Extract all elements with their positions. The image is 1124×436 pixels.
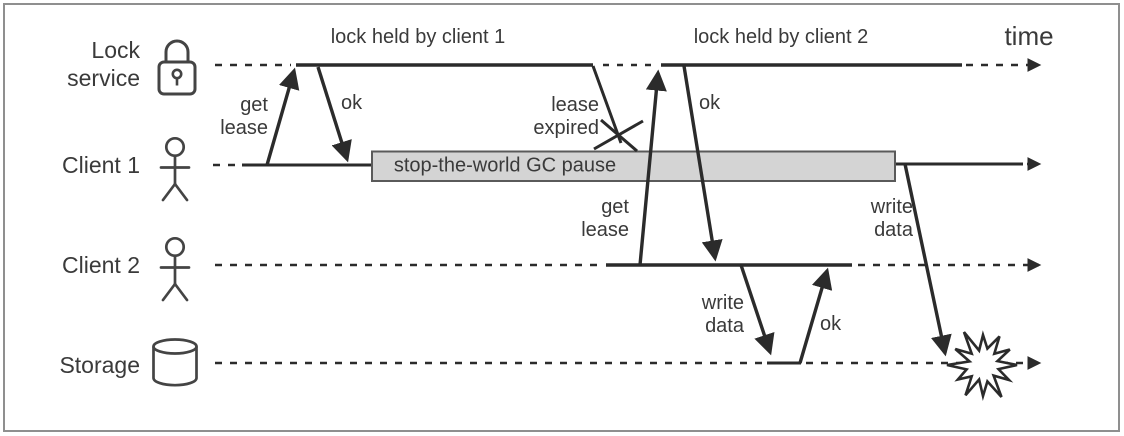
arrow-get-lease-client2 xyxy=(638,69,667,266)
time-axis-label: time xyxy=(1004,21,1054,51)
gc-pause-label: stop-the-world GC pause xyxy=(393,154,617,177)
person-icon xyxy=(159,136,191,202)
diagram-border xyxy=(3,3,1120,432)
timeline-client-1 xyxy=(213,157,1042,171)
arrow-write-data-client2 xyxy=(739,264,775,356)
arrow-write-data-client1 xyxy=(903,163,952,357)
timeline-lock-service xyxy=(215,58,1042,144)
gc-pause-box xyxy=(371,150,896,182)
person-icon xyxy=(159,236,191,302)
lock-held-by-client2-label: lock held by client 2 xyxy=(693,26,869,48)
x-cross-icon xyxy=(593,118,644,153)
arrow-ok-client2 xyxy=(682,65,723,262)
get-lease-client1-label: get lease xyxy=(220,94,268,139)
get-lease-client2-label: get lease xyxy=(581,196,629,241)
arrow-ok-storage xyxy=(798,267,833,364)
ok-client1-label: ok xyxy=(341,92,363,114)
lane-label-client-1: Client 1 xyxy=(62,152,140,178)
padlock-icon xyxy=(157,39,197,96)
write-data-client1-label: write data xyxy=(870,196,913,241)
lane-label-lock-service: Lock service xyxy=(67,37,140,91)
ok-client2-label: ok xyxy=(699,92,721,114)
lease-expired-label: lease expired xyxy=(533,94,599,139)
lane-label-storage: Storage xyxy=(59,352,140,378)
database-cylinder-icon xyxy=(152,338,198,387)
arrow-ok-client1 xyxy=(316,66,352,163)
ok-storage-label: ok xyxy=(820,313,842,335)
lock-held-by-client1-label: lock held by client 1 xyxy=(330,26,506,48)
arrow-get-lease-client1 xyxy=(265,67,300,166)
explosion-burst-icon xyxy=(946,330,1018,402)
lane-label-client-2: Client 2 xyxy=(62,252,140,278)
write-data-client2-label: write data xyxy=(701,292,744,337)
